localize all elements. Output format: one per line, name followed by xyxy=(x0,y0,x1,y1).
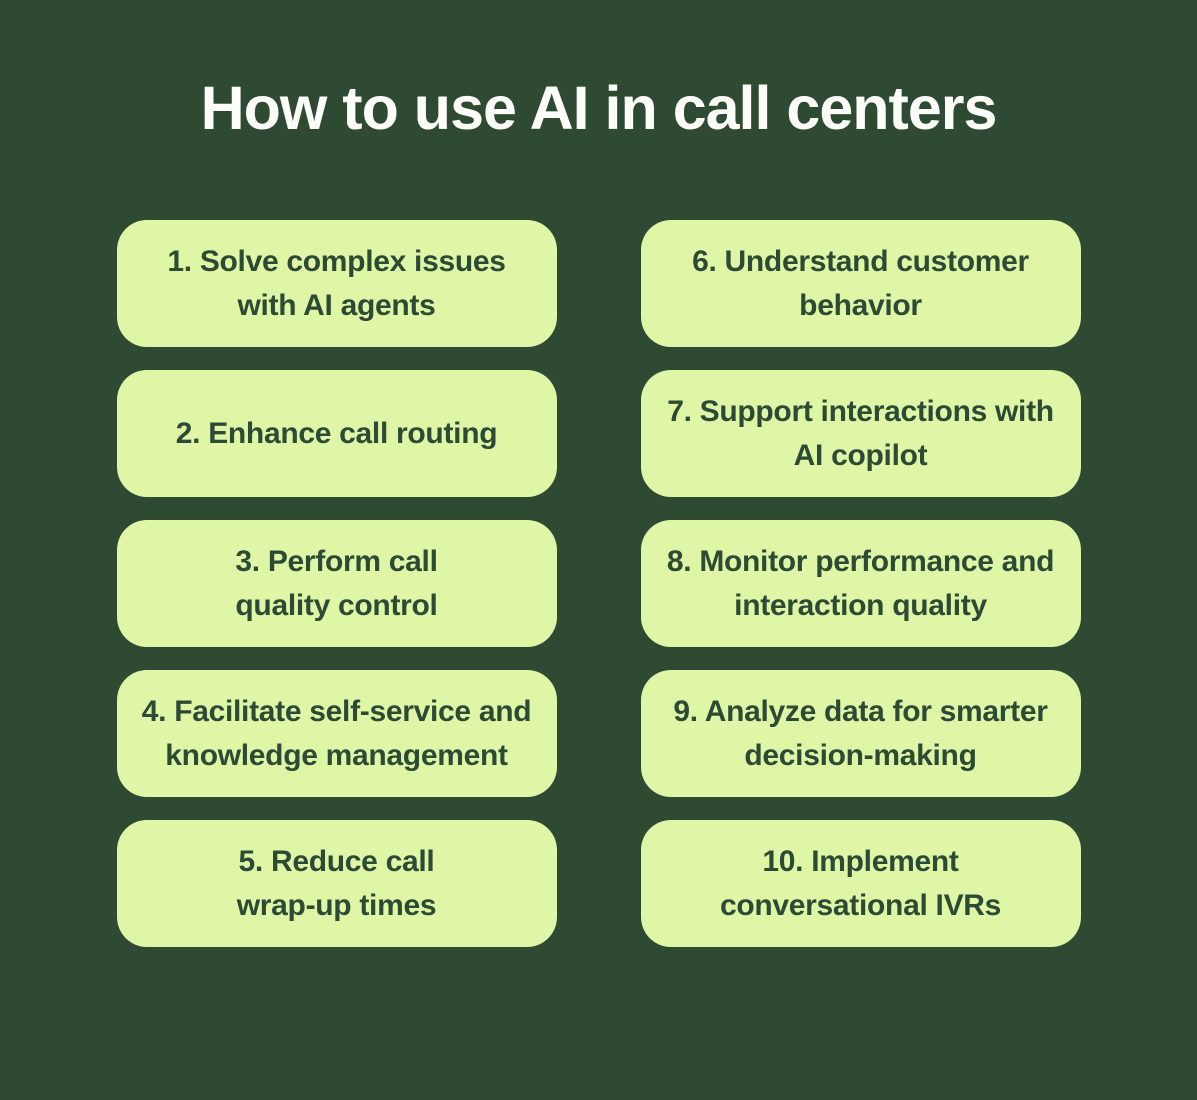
card-step-5-reduce-call-wrap-up-times: 5. Reduce call wrap-up times xyxy=(116,820,557,947)
steps-grid: 1. Solve complex issues with AI agents 6… xyxy=(116,220,1081,947)
card-step-1-solve-complex-issues: 1. Solve complex issues with AI agents xyxy=(116,220,557,347)
page-title: How to use AI in call centers xyxy=(200,74,998,142)
card-step-6-line-1: 6. Understand customer xyxy=(692,244,1029,278)
card-step-4-line-1: 4. Facilitate self-service and xyxy=(141,694,532,728)
card-step-1-line-1: 1. Solve complex issues xyxy=(167,244,506,278)
card-step-9-line-2: decision-making xyxy=(744,738,977,772)
card-step-6-understand-customer-behavior: 6. Understand customer behavior xyxy=(640,220,1081,347)
card-step-10-line-1: 10. Implement xyxy=(762,844,959,878)
card-step-4-line-2: knowledge management xyxy=(165,738,508,772)
card-step-8-monitor-performance-quality: 8. Monitor performance and interaction q… xyxy=(640,520,1081,647)
card-step-9-analyze-data-decision-making: 9. Analyze data for smarter decision-mak… xyxy=(640,670,1081,797)
card-step-10-implement-conversational-ivrs: 10. Implement conversational IVRs xyxy=(640,820,1081,947)
card-step-5-line-1: 5. Reduce call xyxy=(238,844,435,878)
card-step-7-support-interactions-ai-copilot: 7. Support interactions with AI copilot xyxy=(640,370,1081,497)
card-step-9-line-1: 9. Analyze data for smarter xyxy=(673,694,1048,728)
card-step-1-line-2: with AI agents xyxy=(237,288,436,322)
card-step-7-line-1: 7. Support interactions with xyxy=(667,394,1054,428)
card-step-10-line-2: conversational IVRs xyxy=(719,888,1002,922)
card-step-3-perform-call-quality-control: 3. Perform call quality control xyxy=(116,520,557,647)
card-step-6-line-2: behavior xyxy=(799,288,922,322)
card-step-3-line-2: quality control xyxy=(235,588,438,622)
card-step-4-facilitate-self-service: 4. Facilitate self-service and knowledge… xyxy=(116,670,557,797)
card-step-8-line-1: 8. Monitor performance and xyxy=(666,544,1055,578)
card-step-5-line-2: wrap-up times xyxy=(236,888,437,922)
card-step-3-line-1: 3. Perform call xyxy=(235,544,438,578)
card-step-2-enhance-call-routing: 2. Enhance call routing xyxy=(116,370,557,497)
card-step-2-line-1: 2. Enhance call routing xyxy=(175,416,498,450)
card-step-7-line-2: AI copilot xyxy=(793,438,928,472)
card-step-8-line-2: interaction quality xyxy=(734,588,987,622)
